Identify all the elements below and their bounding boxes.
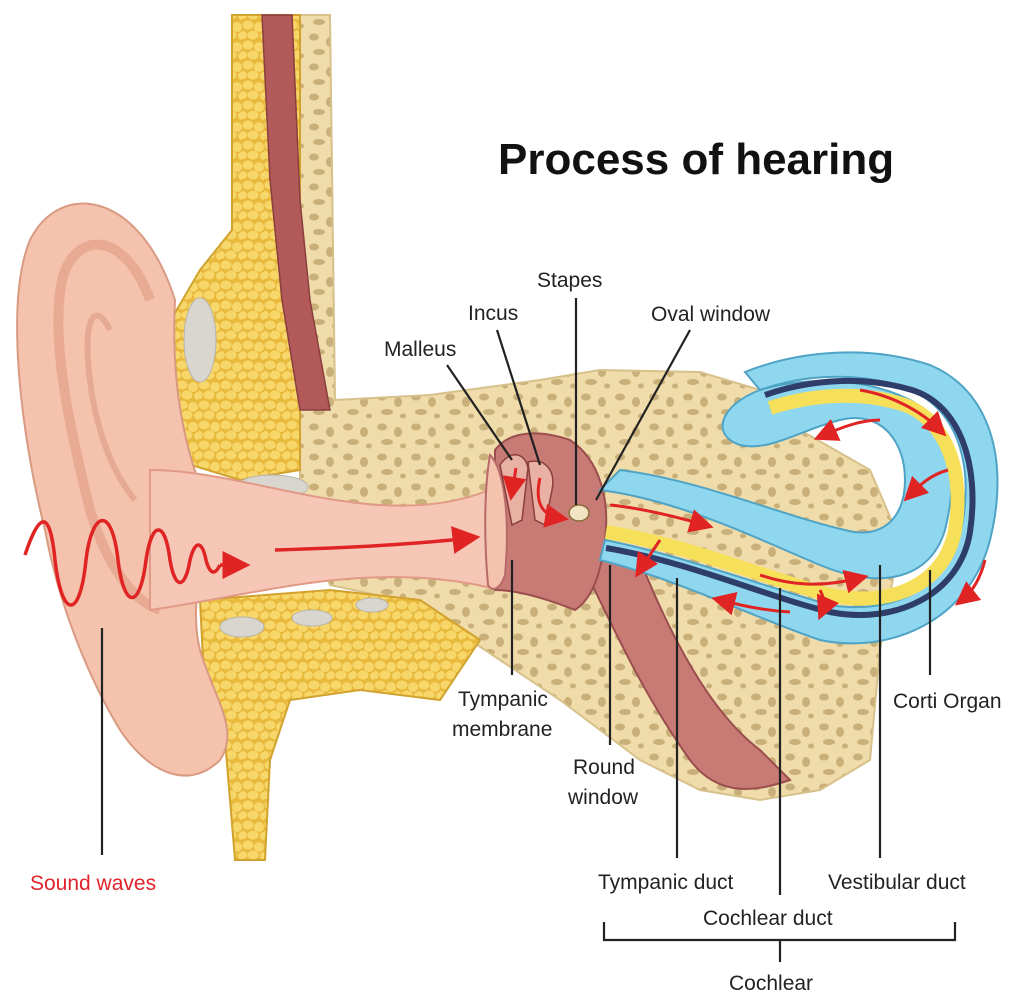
- cartilage-blob: [292, 610, 332, 626]
- label-oval-window: Oval window: [651, 303, 771, 326]
- label-corti-organ: Corti Organ: [893, 690, 1002, 713]
- label-tympanic-membrane-2: membrane: [452, 718, 552, 741]
- label-sound-waves: Sound waves: [30, 872, 156, 895]
- label-round-window-2: window: [567, 786, 639, 809]
- cartilage-blob: [220, 617, 264, 637]
- label-stapes: Stapes: [537, 269, 602, 292]
- label-tympanic-membrane-1: Tympanic: [458, 688, 548, 711]
- label-round-window-1: Round: [573, 756, 635, 779]
- label-malleus: Malleus: [384, 338, 456, 361]
- diagram-title: Process of hearing: [498, 135, 894, 184]
- label-incus: Incus: [468, 302, 518, 325]
- stapes: [569, 505, 589, 521]
- label-tympanic-duct: Tympanic duct: [598, 871, 734, 894]
- cartilage-blob: [184, 298, 216, 382]
- label-cochlear: Cochlear: [729, 972, 813, 995]
- cartilage-blob: [356, 598, 388, 612]
- label-cochlear-duct: Cochlear duct: [703, 907, 833, 930]
- label-vestibular-duct: Vestibular duct: [828, 871, 966, 894]
